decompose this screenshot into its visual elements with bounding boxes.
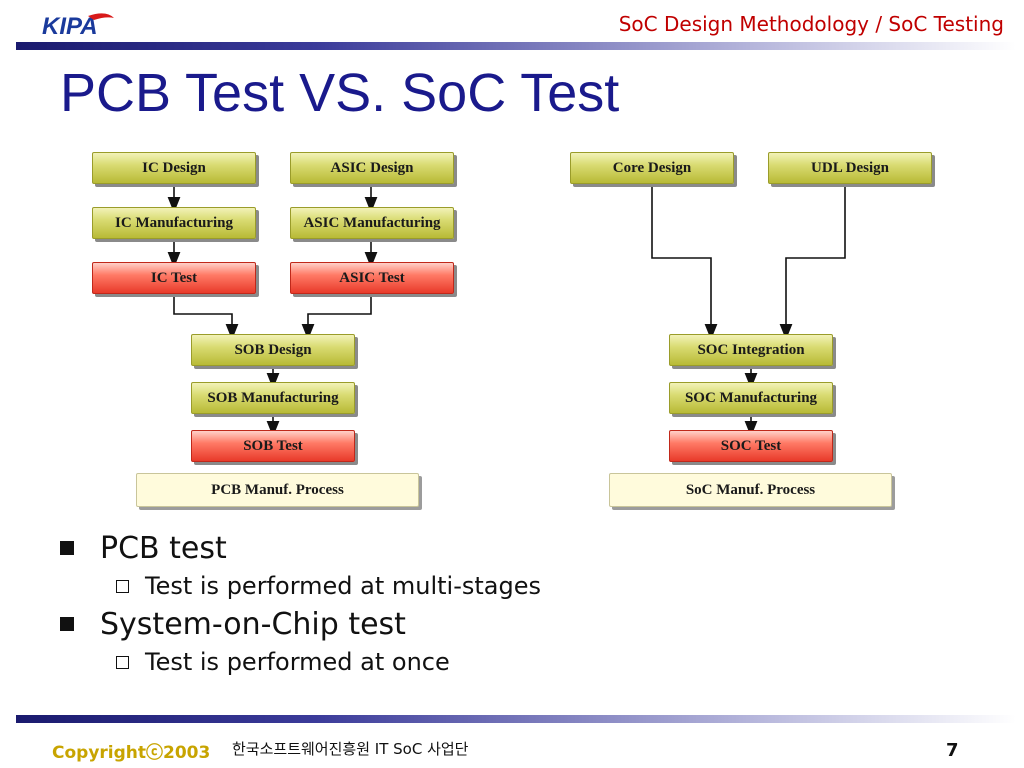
- core-design-box: Core Design: [570, 152, 734, 184]
- kipa-logo-icon: KIPA: [42, 13, 114, 40]
- soc-process-label: SoC Manuf. Process: [609, 473, 892, 507]
- kipa-logo: KIPA: [40, 8, 120, 42]
- sub-bullet-item: Test is performed at once: [116, 644, 541, 680]
- organization-name: 한국소프트웨어진흥원 IT SoC 사업단: [232, 740, 469, 758]
- soc-test-box: SOC Test: [669, 430, 833, 462]
- top-divider: [16, 42, 1016, 50]
- sub-bullet-text: Test is performed at once: [145, 648, 450, 676]
- sub-bullet-text: Test is performed at multi-stages: [145, 572, 542, 600]
- logo-text: KIPA: [42, 13, 98, 40]
- bullet-list: PCB test Test is performed at multi-stag…: [60, 528, 541, 680]
- pcb-process-label: PCB Manuf. Process: [136, 473, 419, 507]
- arrow-core-to-integration: [651, 185, 718, 340]
- bottom-divider: [16, 715, 1016, 723]
- hollow-square-bullet-icon: [116, 579, 129, 593]
- logo-swoosh-icon: [88, 13, 114, 20]
- asic-design-box: ASIC Design: [290, 152, 454, 184]
- asic-manufacturing-box: ASIC Manufacturing: [290, 207, 454, 239]
- soc-manufacturing-box: SOC Manufacturing: [669, 382, 833, 414]
- ic-manufacturing-box: IC Manufacturing: [92, 207, 256, 239]
- square-bullet-icon: [60, 617, 74, 631]
- ic-test-box: IC Test: [92, 262, 256, 294]
- hollow-square-bullet-icon: [116, 655, 129, 669]
- copyright-text: Copyrightⓒ2003: [52, 743, 211, 763]
- soc-integration-box: SOC Integration: [669, 334, 833, 366]
- sob-manufacturing-box: SOB Manufacturing: [191, 382, 355, 414]
- slide-title: PCB Test VS. SoC Test: [60, 63, 620, 123]
- bullet-text: System-on-Chip test: [100, 606, 406, 642]
- square-bullet-icon: [60, 541, 74, 555]
- bullet-text: PCB test: [100, 530, 227, 566]
- asic-test-box: ASIC Test: [290, 262, 454, 294]
- arrow-ic-test-to-sob: [173, 295, 239, 340]
- sub-bullet-item: Test is performed at multi-stages: [116, 568, 541, 604]
- arrow-udl-to-integration: [779, 185, 846, 340]
- ic-design-box: IC Design: [92, 152, 256, 184]
- page-number: 7: [946, 740, 959, 761]
- bullet-item: PCB test: [60, 528, 541, 568]
- sob-design-box: SOB Design: [191, 334, 355, 366]
- bullet-item: System-on-Chip test: [60, 604, 541, 644]
- arrow-asic-test-to-sob: [301, 295, 372, 340]
- sob-test-box: SOB Test: [191, 430, 355, 462]
- header-subtitle: SoC Design Methodology / SoC Testing: [618, 12, 1004, 36]
- udl-design-box: UDL Design: [768, 152, 932, 184]
